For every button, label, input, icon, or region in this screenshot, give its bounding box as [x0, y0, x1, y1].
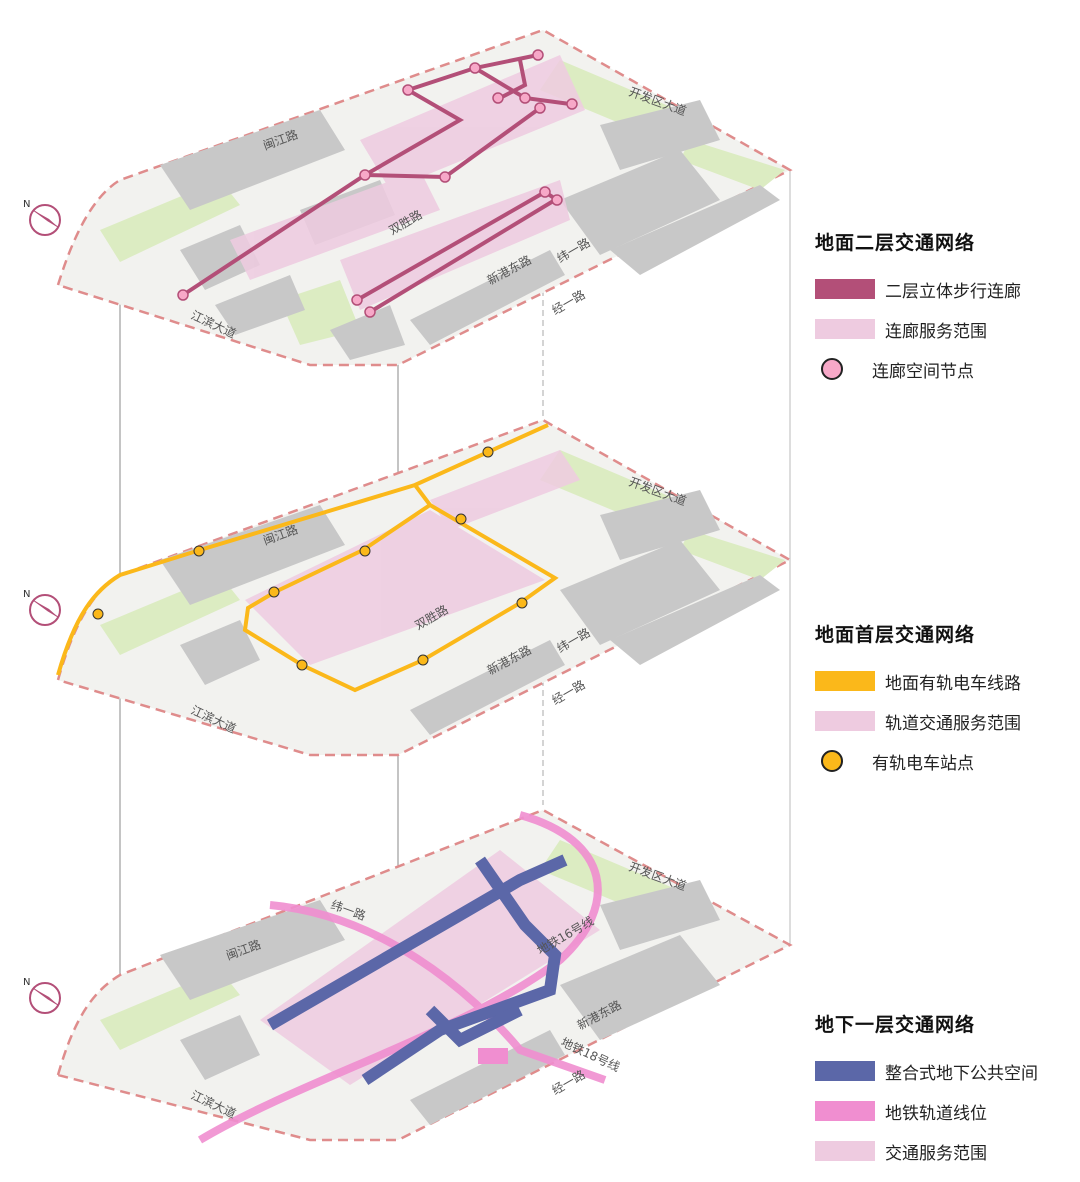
underground-swatch — [815, 1061, 875, 1081]
legend-item: 地铁轨道线位 — [815, 1091, 1075, 1131]
legend-second-floor: 地面二层交通网络 二层立体步行连廊 连廊服务范围 连廊空间节点 — [815, 228, 1075, 389]
legend-item: 二层立体步行连廊 — [815, 269, 1075, 309]
legend-label: 地面有轨电车线路 — [885, 673, 1021, 694]
service-swatch — [815, 1141, 875, 1161]
service-swatch — [815, 319, 875, 339]
legend-label: 地铁轨道线位 — [885, 1103, 987, 1124]
buildings — [160, 490, 780, 735]
node-symbol-icon — [821, 358, 843, 380]
underground-space — [266, 854, 568, 1085]
service-area — [245, 450, 580, 665]
legend-ground-floor: 地面首层交通网络 地面有轨电车线路 轨道交通服务范围 有轨电车站点 — [815, 620, 1075, 781]
legend-item: 轨道交通服务范围 — [815, 701, 1075, 741]
legend-title: 地面首层交通网络 — [815, 624, 976, 646]
legend-label: 二层立体步行连廊 — [885, 281, 1021, 302]
layer-second-floor — [56, 28, 793, 367]
compass-icon: N — [23, 589, 61, 626]
corridor-swatch — [815, 279, 875, 299]
legend-item: 地面有轨电车线路 — [815, 661, 1075, 701]
legend-label: 轨道交通服务范围 — [885, 713, 1021, 734]
legend-label: 连廊空间节点 — [872, 361, 974, 382]
compass-label: N — [23, 977, 30, 988]
legend-title: 地面二层交通网络 — [815, 232, 976, 254]
legend-item: 交通服务范围 — [815, 1131, 1075, 1171]
tram-stations — [92, 446, 528, 671]
legend-item: 连廊服务范围 — [815, 309, 1075, 349]
legend-item: 整合式地下公共空间 — [815, 1051, 1075, 1091]
tram-swatch — [815, 671, 875, 691]
layer-basement — [56, 808, 793, 1144]
metro-lines — [197, 811, 607, 1144]
compass-icon: N — [23, 977, 61, 1014]
compass-icon: N — [23, 199, 61, 236]
corridor-nodes — [177, 49, 578, 318]
compass-label: N — [23, 199, 30, 210]
legend-basement: 地下一层交通网络 整合式地下公共空间 地铁轨道线位 交通服务范围 — [815, 1010, 1075, 1171]
legend-item: 连廊空间节点 — [815, 349, 1075, 389]
buildings — [160, 880, 720, 1125]
legend-label: 整合式地下公共空间 — [885, 1063, 1038, 1084]
road-label-jingyi: 经一路 — [549, 287, 588, 318]
metro-swatch — [815, 1101, 875, 1121]
layer-ground-floor — [56, 418, 793, 757]
legend-label: 有轨电车站点 — [872, 753, 974, 774]
station-symbol-icon — [821, 750, 843, 772]
metro-station — [478, 1048, 508, 1064]
road-label-jingyi: 经一路 — [549, 677, 588, 708]
legend-label: 交通服务范围 — [885, 1143, 987, 1164]
legend-item: 有轨电车站点 — [815, 741, 1075, 781]
tram-lines — [56, 423, 559, 693]
legend-label: 连廊服务范围 — [885, 321, 987, 342]
compass-label: N — [23, 589, 30, 600]
service-swatch — [815, 711, 875, 731]
legend-title: 地下一层交通网络 — [815, 1014, 976, 1036]
